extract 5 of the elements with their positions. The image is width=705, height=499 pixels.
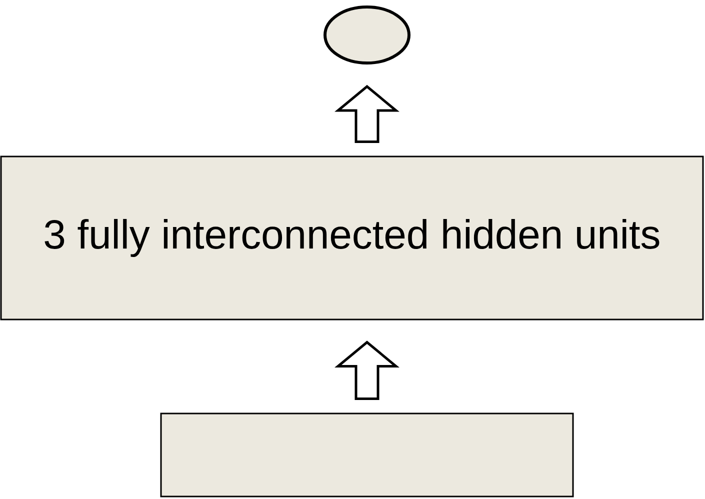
- block-arrow: [334, 84, 400, 143]
- process-box: 3 fully interconnected hidden units: [0, 156, 704, 320]
- ellipse-node: [324, 6, 410, 64]
- block-arrow: [334, 340, 400, 400]
- empty-box: [160, 412, 574, 498]
